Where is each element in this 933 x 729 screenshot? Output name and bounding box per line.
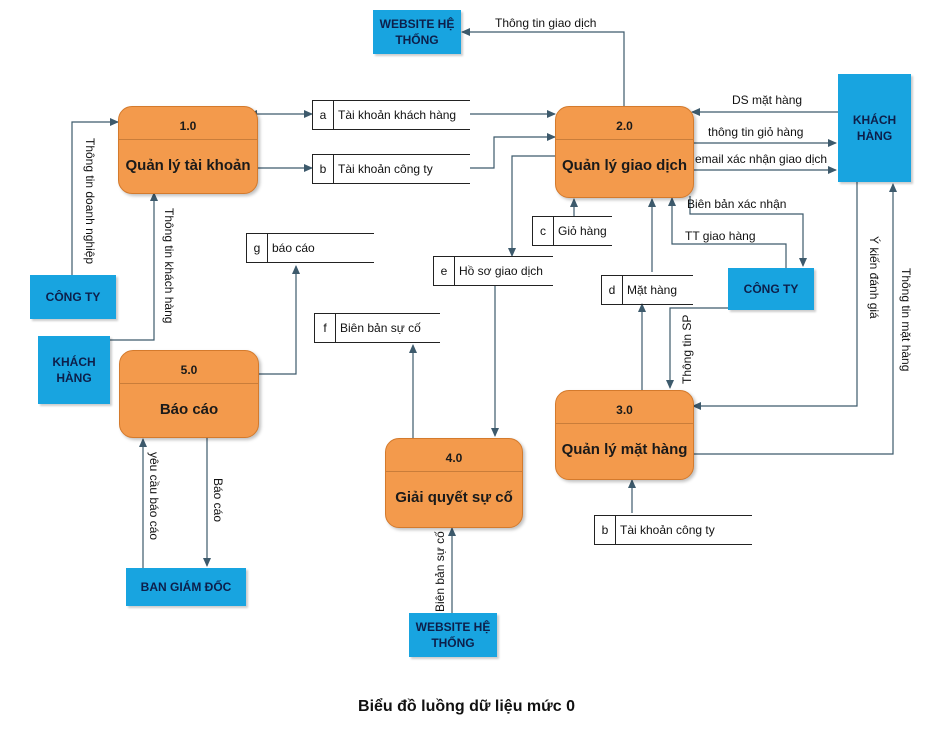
flow-bien-ban-xac-nhan xyxy=(689,196,807,267)
label-y-kien-danh-gia: Ý kiến đánh giá xyxy=(867,236,881,319)
store-tai-khoan-cong-ty-bottom[interactable]: b Tài khoản công ty xyxy=(594,515,752,545)
store-mat-hang[interactable]: d Mặt hàng xyxy=(601,275,693,305)
process-divider xyxy=(120,383,258,384)
label-bien-ban-su-co: Biên bản sự cố xyxy=(433,531,447,612)
store-tai-khoan-cong-ty[interactable]: b Tài khoản công ty xyxy=(312,154,470,184)
store-bien-ban-su-co[interactable]: f Biên bản sự cố xyxy=(314,313,440,343)
store-id: d xyxy=(601,276,623,304)
store-tai-khoan-khach-hang[interactable]: a Tài khoản khách hàng xyxy=(312,100,470,130)
store-name: Giỏ hàng xyxy=(558,224,607,238)
process-number: 1.0 xyxy=(179,119,197,133)
process-bao-cao[interactable]: 5.0 Báo cáo xyxy=(119,350,259,438)
process-number: 2.0 xyxy=(616,119,633,133)
process-name: Quản lý mặt hàng xyxy=(561,441,688,458)
flow-p5-store-g xyxy=(257,265,300,375)
store-bao-cao[interactable]: g báo cáo xyxy=(246,233,374,263)
entity-label: CÔNG TY xyxy=(45,290,101,304)
label-yeu-cau-bao-cao: yêu cầu báo cáo xyxy=(147,452,161,541)
store-gio-hang[interactable]: c Giỏ hàng xyxy=(532,216,612,246)
store-id: b xyxy=(594,516,616,544)
flow-p2-store-e xyxy=(508,155,555,257)
label-bien-ban-xac-nhan: Biên bản xác nhận xyxy=(687,197,787,211)
label-thong-tin-sp: Thông tin SP xyxy=(680,314,694,384)
store-id: a xyxy=(312,101,334,129)
flow-thong-tin-sp xyxy=(666,307,728,389)
label-thong-tin-doanh-nghiep: Thông tin doanh nghiệp xyxy=(83,138,97,265)
flow-tt-giao-hang xyxy=(668,197,787,268)
process-divider xyxy=(556,423,693,424)
process-divider xyxy=(119,139,257,140)
store-id: f xyxy=(314,314,336,342)
process-name: Giải quyết sự cố xyxy=(395,489,513,506)
flow-thong-tin-doanh-nghiep xyxy=(71,118,119,275)
flow-y-kien-danh-gia xyxy=(692,182,858,410)
store-id: g xyxy=(246,234,268,262)
store-id: e xyxy=(433,257,455,285)
flow-thong-tin-khach-hang xyxy=(110,192,158,341)
process-divider xyxy=(556,139,693,140)
process-number: 4.0 xyxy=(445,451,463,465)
store-name: Mặt hàng xyxy=(627,283,678,297)
label-thong-tin-gio-hang: thông tin giỏ hàng xyxy=(708,125,804,139)
entity-label: BAN GIÁM ĐỐC xyxy=(140,580,232,594)
process-divider xyxy=(386,471,522,472)
entity-label: CÔNG TY xyxy=(743,282,799,296)
store-ho-so-giao-dich[interactable]: e Hồ sơ giao dịch xyxy=(433,256,553,286)
process-quan-ly-tai-khoan[interactable]: 1.0 Quản lý tài khoản xyxy=(118,106,258,194)
diagram-title: Biểu đồ luồng dữ liệu mức 0 xyxy=(358,698,575,715)
flow-store-b-p2 xyxy=(470,133,556,169)
store-name: Tài khoản công ty xyxy=(338,162,433,176)
label-thong-tin-khach-hang: Thông tin khách hàng xyxy=(162,208,176,324)
entity-cong-ty-mid[interactable]: CÔNG TY xyxy=(728,268,814,310)
process-number: 5.0 xyxy=(180,363,198,377)
label-bao-cao-flow: Báo cáo xyxy=(211,478,225,523)
entity-cong-ty-left[interactable]: CÔNG TY xyxy=(30,275,116,319)
label-email-xac-nhan: email xác nhận giao dịch xyxy=(695,152,828,166)
label-ds-mat-hang: DS mặt hàng xyxy=(732,93,803,107)
flow-thong-tin-mat-hang xyxy=(693,183,897,455)
store-name: báo cáo xyxy=(272,241,315,255)
store-name: Biên bản sự cố xyxy=(340,321,421,335)
store-id: c xyxy=(532,217,554,245)
label-thong-tin-giao-dich: Thông tin giao dịch xyxy=(495,16,597,30)
store-name: Tài khoản khách hàng xyxy=(338,108,457,122)
process-number: 3.0 xyxy=(616,403,633,417)
store-name: Hồ sơ giao dịch xyxy=(459,264,543,278)
label-tt-giao-hang: TT giao hàng xyxy=(685,229,756,243)
process-name: Báo cáo xyxy=(159,401,219,418)
process-name: Quản lý tài khoản xyxy=(125,157,251,174)
store-name: Tài khoản công ty xyxy=(620,523,715,537)
process-giai-quyet-su-co[interactable]: 4.0 Giải quyết sự cố xyxy=(385,438,523,528)
process-quan-ly-mat-hang[interactable]: 3.0 Quản lý mặt hàng xyxy=(555,390,694,480)
entity-ban-giam-doc[interactable]: BAN GIÁM ĐỐC xyxy=(126,568,246,606)
label-thong-tin-mat-hang: Thông tin mặt hàng xyxy=(899,268,913,372)
store-id: b xyxy=(312,155,334,183)
flow-thong-tin-giao-dich xyxy=(461,28,625,106)
process-quan-ly-giao-dich[interactable]: 2.0 Quản lý giao dịch xyxy=(555,106,694,198)
process-name: Quản lý giao dịch xyxy=(561,157,688,174)
